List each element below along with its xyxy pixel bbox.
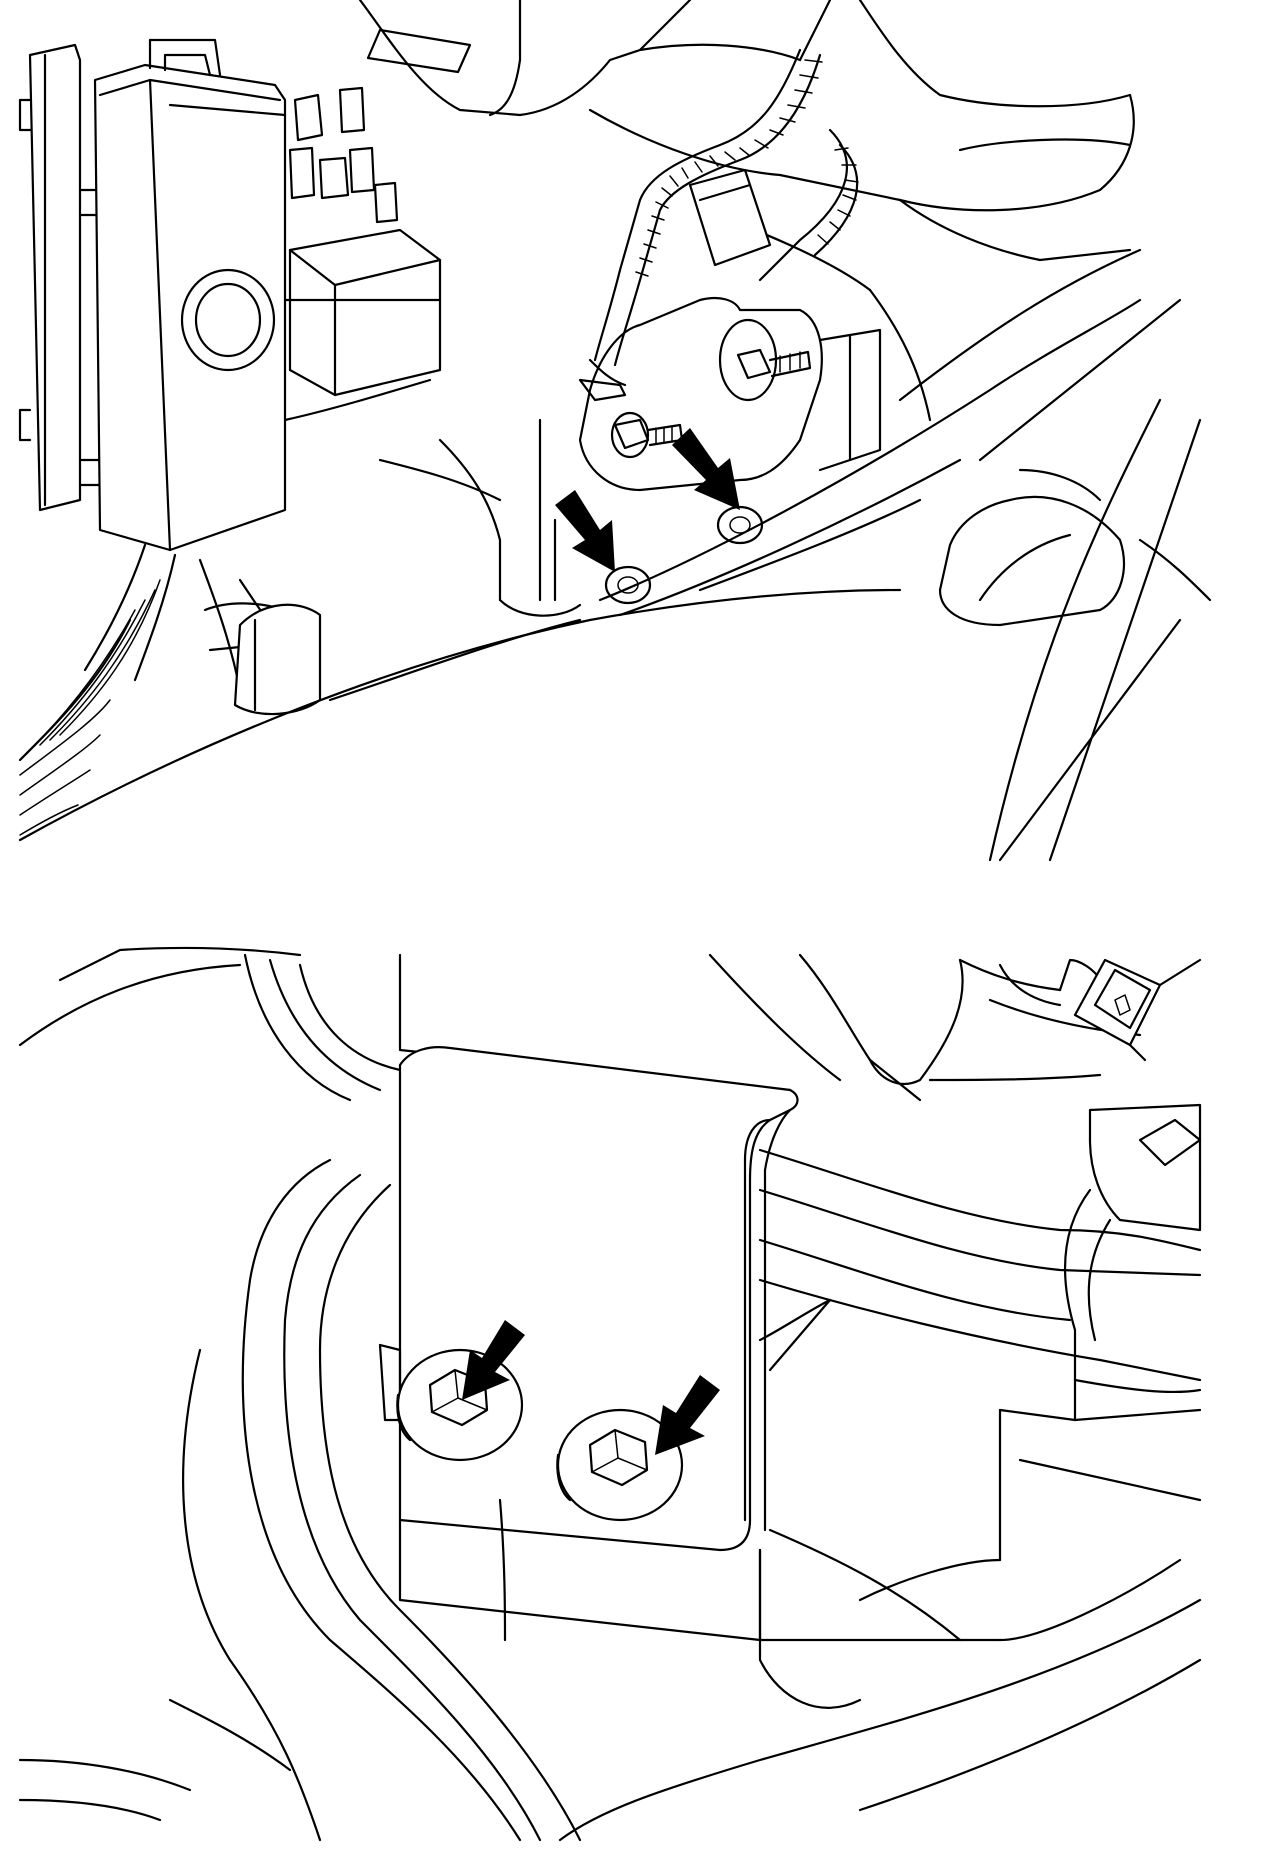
bottom-panel [18, 946, 1202, 1842]
top-panel [18, 0, 1212, 862]
bottom-right-duct [558, 1103, 1202, 1842]
arrow-icon [672, 428, 740, 510]
bottom-left-duct [18, 1158, 582, 1842]
lower-duct [18, 248, 1212, 862]
grommet-inner [194, 282, 262, 358]
arrow-icon [555, 490, 615, 572]
fuse-block [18, 38, 442, 552]
top-fastener-2 [716, 505, 764, 545]
arrow-icon [462, 1320, 525, 1400]
top-fastener-1 [604, 565, 652, 605]
upper-dash-shell [358, 0, 1135, 422]
top-bracket [578, 48, 882, 605]
top-right-stud [718, 318, 812, 402]
arrow-icon [655, 1375, 720, 1455]
bottom-bolt-1 [396, 1348, 524, 1462]
bottom-bolt-2 [556, 1408, 684, 1522]
bottom-upper-shell [18, 946, 1202, 1102]
grommet-outer [180, 268, 276, 372]
wiring-harness [18, 543, 322, 836]
top-left-stud [610, 411, 684, 459]
